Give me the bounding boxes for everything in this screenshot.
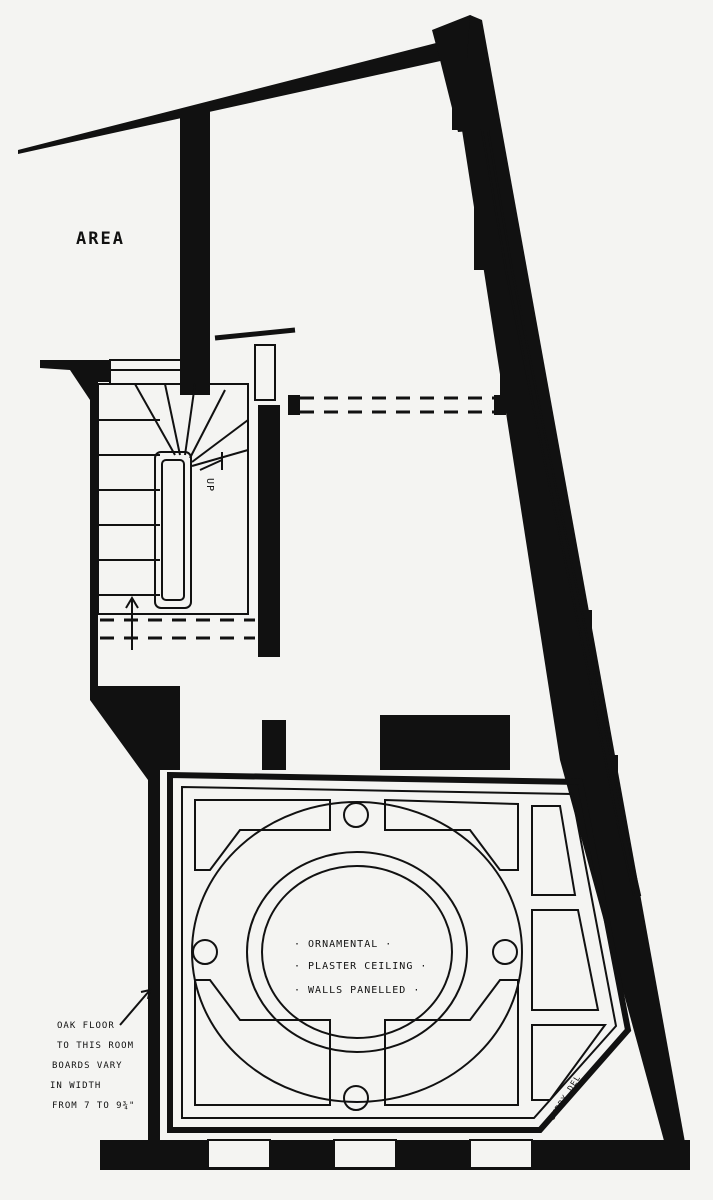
chimney-breast (380, 715, 510, 770)
right-wall (462, 15, 690, 1170)
stair-newel-wall (258, 405, 280, 657)
ceiling-note-line3: · WALLS PANELLED · (294, 985, 421, 996)
lower-left-wall (90, 686, 180, 1170)
panelled-room (167, 771, 632, 1133)
ceiling-note-line2: · PLASTER CEILING · (294, 961, 428, 972)
oak-floor-note-line4: IN WIDTH (50, 1081, 102, 1091)
windows (480, 129, 642, 896)
oak-floor-note-line3: BOARDS VARY (52, 1061, 123, 1071)
bottom-bays (207, 1139, 533, 1169)
pier-left (262, 720, 286, 770)
oak-floor-note-line1: OAK FLOOR (57, 1021, 115, 1031)
arrow-icon (125, 596, 139, 650)
staircase (97, 383, 249, 615)
area-label: AREA (76, 229, 125, 249)
beam-ends (288, 395, 506, 415)
ceiling-note-line1: · ORNAMENTAL · (294, 939, 393, 950)
window-piers (452, 58, 618, 825)
pointer-arrow-icon (119, 988, 152, 1026)
left-stair-wall (40, 360, 110, 690)
oak-floor-note-line2: TO THIS ROOM (57, 1041, 135, 1051)
up-label: UP (204, 478, 215, 493)
beam-lines (100, 396, 500, 640)
interior-partition-wall (180, 110, 210, 395)
oak-floor-note-line5: FROM 7 TO 9¾" (52, 1101, 136, 1111)
outer-walls (18, 15, 690, 1170)
top-wall (18, 42, 445, 154)
